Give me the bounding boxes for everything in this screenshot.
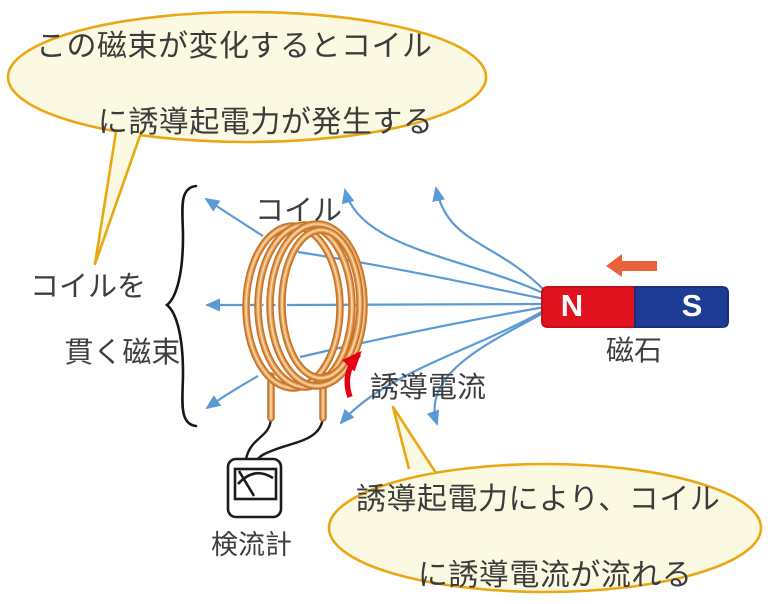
bubble-bottom-line1: 誘導起電力により、コイル xyxy=(356,483,721,516)
speech-bubble-top xyxy=(6,10,488,266)
flux-label-line1: コイルを xyxy=(29,271,146,303)
bubble-bottom-line2: に誘導電流が流れる xyxy=(417,559,693,592)
flux-label: コイルを 貫く磁束 xyxy=(8,271,180,370)
brace-icon xyxy=(164,184,198,428)
magnet-label: 磁石 xyxy=(606,335,663,366)
speech-bubble-bottom xyxy=(327,405,763,594)
coil-label: コイル xyxy=(255,195,343,227)
magnet-illustration xyxy=(541,286,729,328)
bubble-top-text: この磁束が変化するとコイル に誘導起電力が発生する xyxy=(36,28,433,142)
bubble-top-line2: に誘導起電力が発生する xyxy=(97,106,434,139)
induced-current-label: 誘導電流 xyxy=(370,372,487,404)
field-lines xyxy=(204,186,546,426)
coil-illustration xyxy=(242,220,368,422)
galvanometer-illustration xyxy=(226,457,283,519)
meter-wires xyxy=(244,416,325,460)
magnet-s-pole-label: S xyxy=(681,288,703,323)
magnet-motion-arrow-icon xyxy=(606,254,657,277)
bubble-top-line1: この磁束が変化するとコイル xyxy=(36,30,433,63)
magnet-n-pole-label: N xyxy=(560,288,584,323)
flux-label-line2: 貫く磁束 xyxy=(64,337,181,369)
bubble-bottom-text: 誘導起電力により、コイル に誘導電流が流れる xyxy=(356,481,720,595)
galvanometer-label: 検流計 xyxy=(211,530,292,560)
induced-current-arrow-icon xyxy=(341,351,362,398)
